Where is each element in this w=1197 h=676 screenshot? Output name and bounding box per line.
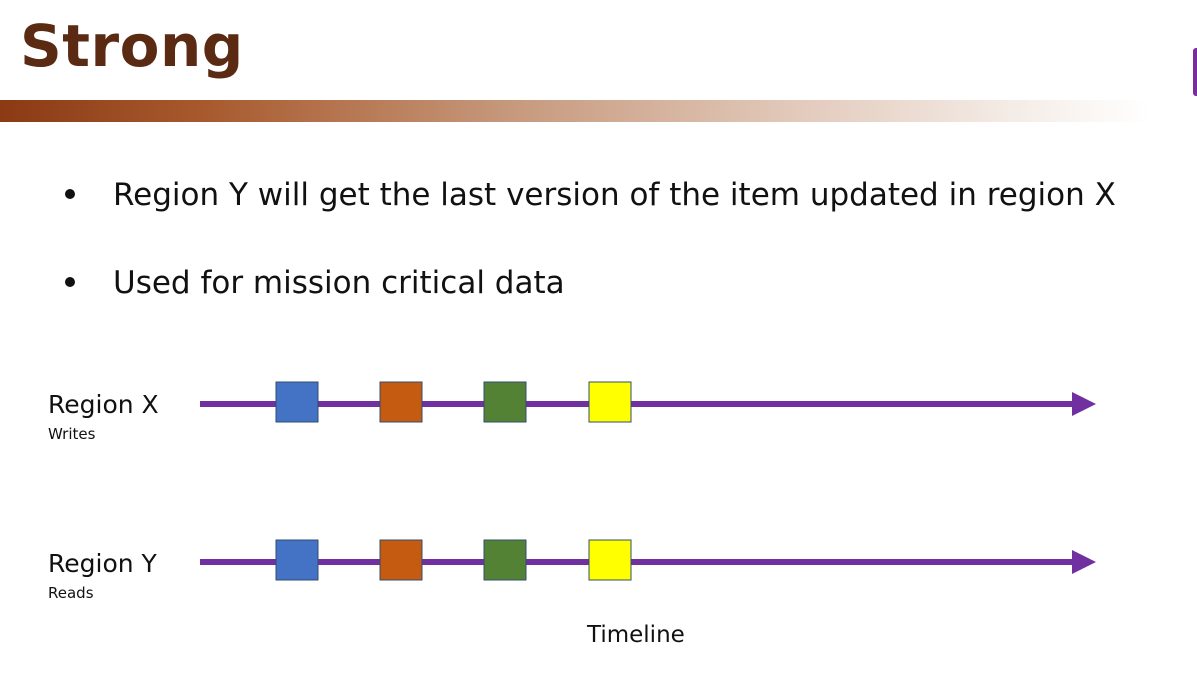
region-y-sublabel: Reads: [48, 584, 94, 602]
bullet-item: Used for mission critical data: [60, 258, 1116, 308]
region-x-sublabel: Writes: [48, 425, 96, 443]
region-y-label: Region Y: [48, 549, 157, 578]
timeline-caption: Timeline: [587, 622, 685, 648]
region-y-item-version-block: [379, 539, 423, 581]
region-y-item-version-block: [483, 539, 527, 581]
slide-title: Strong: [20, 12, 244, 80]
region-x-label: Region X: [48, 390, 159, 419]
region-y-arrowhead-icon: [1072, 550, 1096, 574]
region-y-item-version-block: [588, 539, 632, 581]
bullet-list: Region Y will get the last version of th…: [60, 170, 1116, 308]
region-x-item-version-block: [275, 381, 319, 423]
bullet-dot-icon: [65, 189, 75, 199]
region-x-item-version-block: [379, 381, 423, 423]
region-y-item-version-block: [275, 539, 319, 581]
title-underline-bar: [0, 100, 1150, 122]
bullet-text: Used for mission critical data: [113, 265, 565, 301]
region-x-item-version-block: [483, 381, 527, 423]
side-tab: [1193, 48, 1197, 96]
region-x-item-version-block: [588, 381, 632, 423]
bullet-dot-icon: [65, 277, 75, 287]
region-x-arrowhead-icon: [1072, 392, 1096, 416]
bullet-item: Region Y will get the last version of th…: [60, 170, 1116, 220]
bullet-text: Region Y will get the last version of th…: [113, 177, 1116, 213]
